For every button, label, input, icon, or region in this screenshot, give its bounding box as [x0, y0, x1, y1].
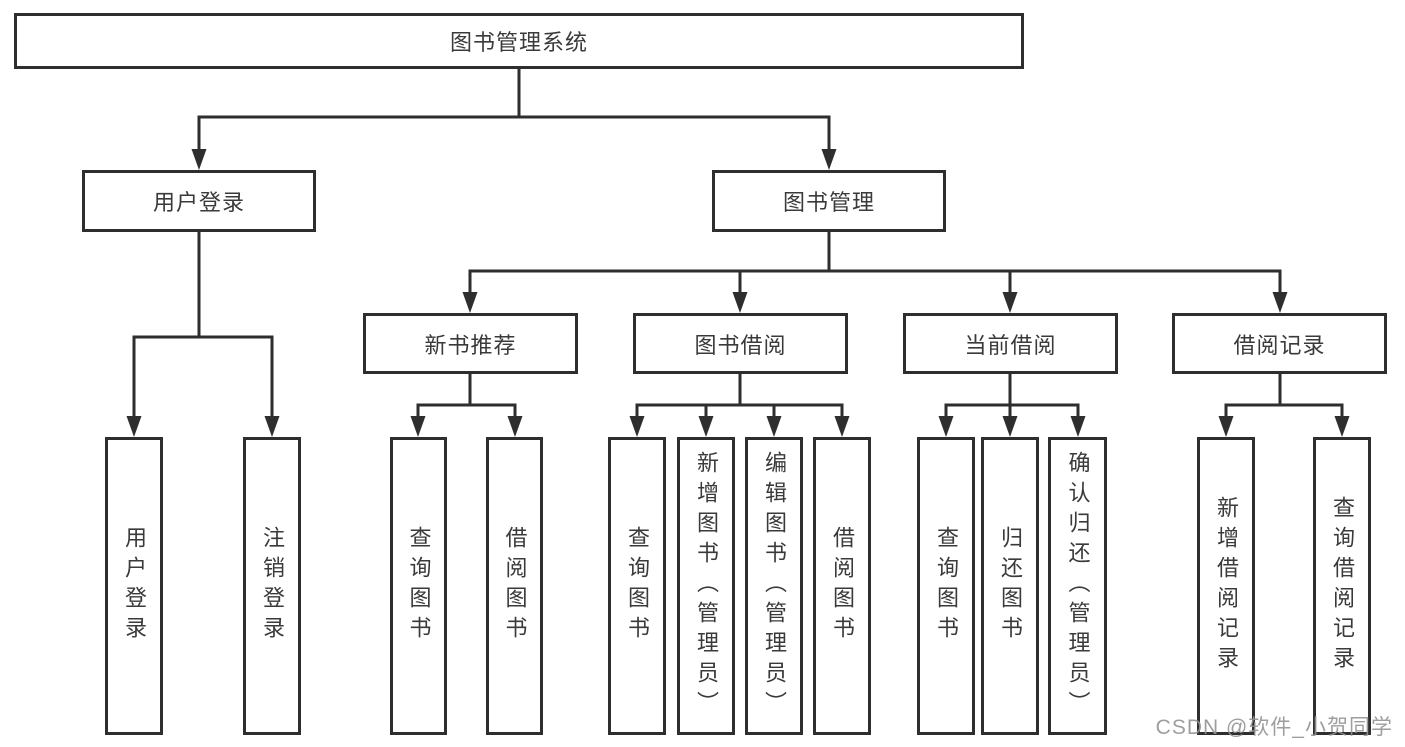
node-label: 新书推荐	[424, 332, 517, 358]
node-label: 当前借阅	[964, 332, 1057, 358]
leaf-query-borrow-record: 查询借阅记录	[1313, 437, 1371, 735]
node-book-borrowing: 图书借阅	[633, 313, 848, 374]
leaf-query-books-recommend: 查询图书	[390, 437, 447, 735]
node-label: 编辑图书（管理员）	[762, 451, 787, 721]
leaf-query-books-current: 查询图书	[917, 437, 975, 735]
node-label: 查询借阅记录	[1330, 496, 1355, 676]
node-new-book-recommendation: 新书推荐	[363, 313, 578, 374]
arrowhead-icons	[126, 149, 1350, 437]
node-label: 归还图书	[998, 526, 1023, 646]
leaf-add-books-admin: 新增图书（管理员）	[677, 437, 735, 735]
node-root-library-management-system: 图书管理系统	[14, 13, 1024, 69]
node-label: 查询图书	[934, 526, 959, 646]
node-borrowing-records: 借阅记录	[1172, 313, 1387, 374]
node-label: 用户登录	[152, 190, 245, 215]
node-label: 图书管理系统	[449, 30, 588, 55]
node-label: 用户登录	[122, 526, 147, 646]
leaf-confirm-return-admin: 确认归还（管理员）	[1048, 437, 1107, 735]
node-label: 图书借阅	[694, 332, 787, 358]
node-user-login: 用户登录	[82, 170, 316, 232]
node-label: 图书管理	[782, 190, 875, 215]
node-label: 新增图书（管理员）	[694, 451, 719, 721]
leaf-query-books-borrowing: 查询图书	[608, 437, 666, 735]
leaf-borrow-books-recommend: 借阅图书	[486, 437, 543, 735]
leaf-edit-books-admin: 编辑图书（管理员）	[745, 437, 803, 735]
leaf-borrow-books-borrowing: 借阅图书	[813, 437, 871, 735]
leaf-return-books: 归还图书	[981, 437, 1039, 735]
node-current-borrowing: 当前借阅	[903, 313, 1118, 374]
node-label: 查询图书	[625, 526, 650, 646]
node-label: 查询图书	[406, 526, 432, 646]
node-label: 新增借阅记录	[1214, 496, 1239, 676]
node-label: 借阅记录	[1233, 332, 1326, 358]
node-label: 借阅图书	[830, 526, 855, 646]
leaf-user-login: 用户登录	[105, 437, 163, 735]
leaf-logout: 注销登录	[243, 437, 301, 735]
csdn-watermark: CSDN @软件_小贺同学	[1155, 716, 1393, 739]
node-book-management: 图书管理	[712, 170, 946, 232]
node-label: 借阅图书	[502, 526, 528, 646]
node-label: 确认归还（管理员）	[1065, 451, 1091, 721]
leaf-add-borrow-record: 新增借阅记录	[1197, 437, 1255, 735]
node-label: 注销登录	[260, 526, 285, 646]
